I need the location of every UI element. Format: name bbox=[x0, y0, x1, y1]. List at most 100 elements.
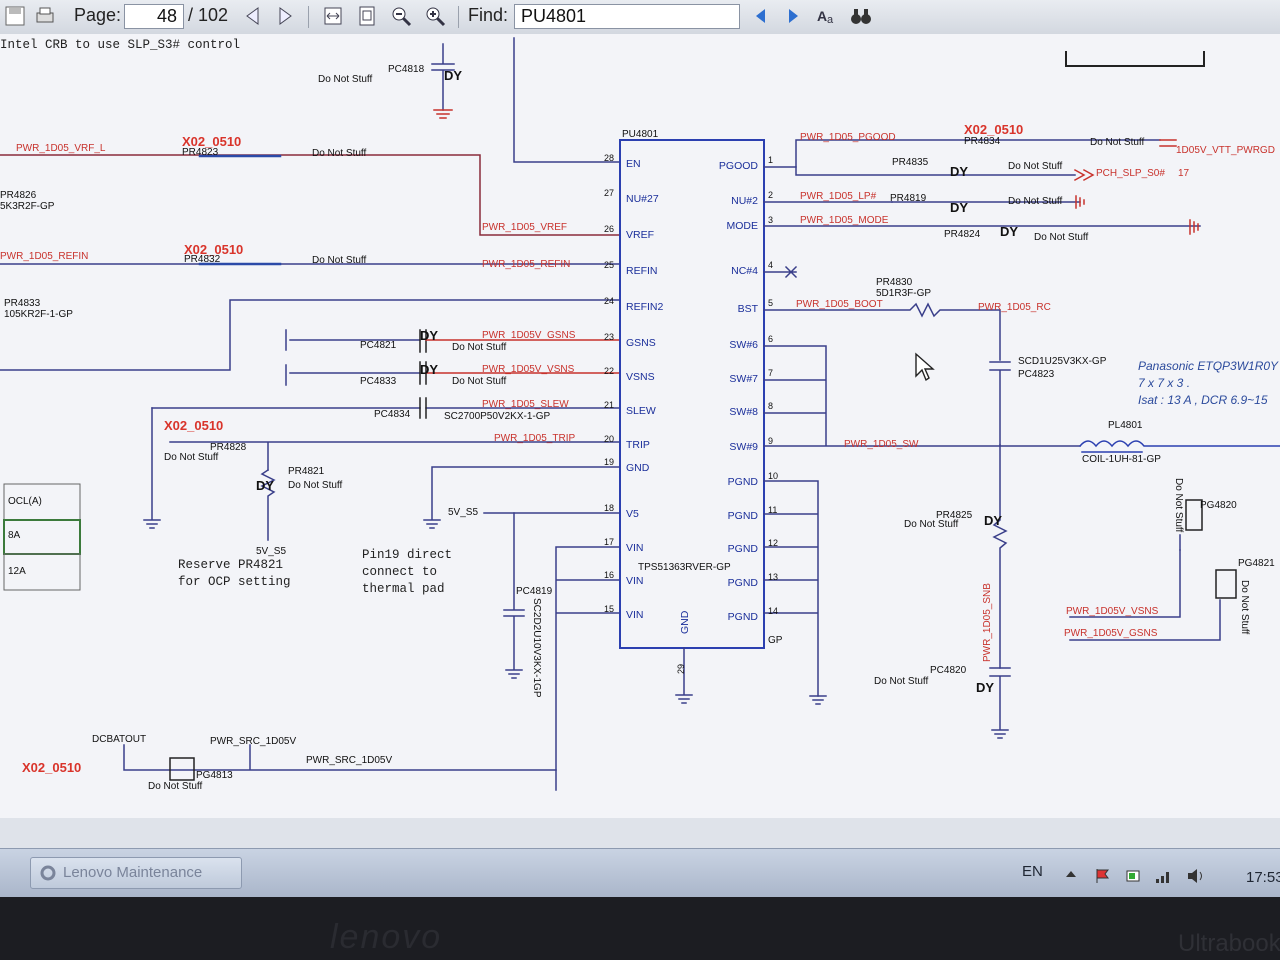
note-pin19-1: Pin19 direct bbox=[362, 548, 452, 562]
language-indicator[interactable]: EN bbox=[1022, 863, 1043, 880]
pc4820-dns: Do Not Stuff bbox=[874, 676, 929, 687]
tray-expand-icon[interactable] bbox=[1064, 867, 1078, 881]
ic-pin-name-left: GND bbox=[626, 462, 650, 474]
net-gsns-right: PWR_1D05V_GSNS bbox=[1064, 628, 1158, 639]
pc4818-dns: Do Not Stuff bbox=[318, 74, 373, 85]
net-vrf-l: PWR_1D05_VRF_L bbox=[16, 143, 106, 154]
net-vsns-right: PWR_1D05V_VSNS bbox=[1066, 606, 1159, 617]
pc4819-value: SC2D2U10V3KX-1GP bbox=[531, 598, 542, 698]
action-center-flag-icon[interactable] bbox=[1094, 867, 1112, 885]
ic-pin-name-left: NU#27 bbox=[626, 193, 659, 205]
fit-width-icon[interactable] bbox=[322, 5, 344, 27]
pr4833-label: PR4833 bbox=[4, 298, 41, 309]
taskbar-app-button[interactable]: Lenovo Maintenance bbox=[30, 857, 242, 889]
next-page-icon[interactable] bbox=[274, 5, 296, 27]
ic-pin-number-left: 15 bbox=[604, 604, 614, 614]
schematic: Intel CRB to use SLP_S3# control PC4818 … bbox=[0, 37, 1280, 792]
ic-pin-name-right: BST bbox=[738, 303, 759, 315]
pg4820-dns: Do Not Stuff bbox=[1173, 478, 1184, 533]
pr4832-dns: Do Not Stuff bbox=[312, 255, 367, 266]
taskbar: Lenovo Maintenance EN 17:53 bbox=[0, 848, 1280, 897]
ic-pin-number-left: 21 bbox=[604, 400, 614, 410]
net-dcbatout: DCBATOUT bbox=[92, 734, 146, 745]
ic-pin-number-right: 8 bbox=[768, 401, 773, 411]
pc4821-label: PC4821 bbox=[360, 340, 397, 351]
zoom-in-icon[interactable] bbox=[424, 5, 446, 27]
ic-pin-number-left: 18 bbox=[604, 503, 614, 513]
find-input[interactable]: PU4801 bbox=[514, 4, 740, 29]
ic-pin-name-left: VIN bbox=[626, 542, 644, 554]
ic-pin-name-left: GSNS bbox=[626, 337, 656, 349]
pl4801-value: COIL-1UH-81-GP bbox=[1082, 454, 1161, 465]
ic-pin-name-right: PGND bbox=[728, 577, 759, 589]
net-src-2: PWR_SRC_1D05V bbox=[306, 755, 392, 766]
ic-pin-number-right: 2 bbox=[768, 190, 773, 200]
ocl-row-1: 8A bbox=[8, 530, 21, 541]
ic-pin-name-right: SW#6 bbox=[729, 339, 758, 351]
ic-bottom-pin-name: GND bbox=[679, 610, 691, 634]
net-sw: PWR_1D05_SW bbox=[844, 439, 919, 450]
net-rc: PWR_1D05_RC bbox=[978, 302, 1051, 313]
note-pin19-3: thermal pad bbox=[362, 582, 445, 596]
net-lp: PWR_1D05_LP# bbox=[800, 191, 877, 202]
system-clock[interactable]: 17:53 bbox=[1246, 869, 1280, 886]
ic-pin-name-left: V5 bbox=[626, 508, 639, 520]
binoculars-icon[interactable] bbox=[850, 5, 872, 27]
ic-pin-number-left: 23 bbox=[604, 332, 614, 342]
ic-pin-name-right: SW#7 bbox=[729, 373, 758, 385]
ic-pin-number-left: 17 bbox=[604, 537, 614, 547]
net-5v-s5: 5V_S5 bbox=[448, 507, 478, 518]
ic-pin-number-right: 5 bbox=[768, 298, 773, 308]
print-icon[interactable] bbox=[34, 5, 56, 27]
ic-pin-name-left: TRIP bbox=[626, 439, 650, 451]
ic-pin-number-right: 13 bbox=[768, 572, 778, 582]
pr4824-dy: DY bbox=[1000, 224, 1018, 239]
ocl-row-2: 12A bbox=[8, 566, 26, 577]
ic-pin-name-left: VREF bbox=[626, 229, 654, 241]
power-icon[interactable] bbox=[1124, 867, 1142, 885]
ic-pin-number-left: 16 bbox=[604, 570, 614, 580]
pr4819-label: PR4819 bbox=[890, 193, 927, 204]
save-icon[interactable] bbox=[4, 5, 26, 27]
network-signal-icon[interactable] bbox=[1154, 867, 1174, 885]
find-next-icon[interactable] bbox=[782, 5, 804, 27]
pl4801-label: PL4801 bbox=[1108, 420, 1143, 431]
document-view[interactable]: Intel CRB to use SLP_S3# control PC4818 … bbox=[0, 34, 1280, 818]
zoom-out-icon[interactable] bbox=[390, 5, 412, 27]
net-boot: PWR_1D05_BOOT bbox=[796, 299, 883, 310]
inductor-note-3: Isat : 13 A , DCR 6.9~15 bbox=[1138, 393, 1268, 407]
net-vtt: 1D05V_VTT_PWRGD bbox=[1176, 145, 1275, 156]
ic-pin-name-right: SW#8 bbox=[729, 406, 758, 418]
rev-tag-2: X02_0510 bbox=[184, 242, 243, 257]
ocl-header: OCL(A) bbox=[8, 496, 42, 507]
ic-pin-name-left: EN bbox=[626, 158, 641, 170]
previous-page-icon[interactable] bbox=[242, 5, 264, 27]
page-number-input[interactable]: 48 bbox=[124, 4, 184, 29]
find-previous-icon[interactable] bbox=[750, 5, 772, 27]
ic-pin-number-right: 3 bbox=[768, 215, 773, 225]
fit-page-icon[interactable] bbox=[356, 5, 378, 27]
note-reserve: Reserve PR4821 bbox=[178, 558, 283, 572]
pr4824-label: PR4824 bbox=[944, 229, 981, 240]
pc4821-dns: Do Not Stuff bbox=[452, 342, 507, 353]
ic-pin-number-left: 22 bbox=[604, 366, 614, 376]
pr4825-dy: DY bbox=[984, 513, 1002, 528]
pr4824-dns: Do Not Stuff bbox=[1034, 232, 1089, 243]
pr4821-dy: DY bbox=[256, 478, 274, 493]
ic-pin-name-left: VIN bbox=[626, 575, 644, 587]
ic-pin-number-right: 4 bbox=[768, 260, 773, 270]
page-label: Page: bbox=[74, 5, 122, 25]
net-slp: PCH_SLP_S0# bbox=[1096, 168, 1165, 179]
pc4820-label: PC4820 bbox=[930, 665, 967, 676]
inductor-note-2: 7 x 7 x 3 . bbox=[1138, 376, 1190, 390]
pg4820-label: PG4820 bbox=[1200, 500, 1237, 511]
ic-pin-number-left: 20 bbox=[604, 434, 614, 444]
pc4834-value: SC2700P50V2KX-1-GP bbox=[444, 411, 551, 422]
volume-icon[interactable] bbox=[1186, 867, 1206, 885]
net-src-1: PWR_SRC_1D05V bbox=[210, 736, 296, 747]
pr4819-dns: Do Not Stuff bbox=[1008, 196, 1063, 207]
pc4834-label: PC4834 bbox=[374, 409, 411, 420]
pr4828-dns: Do Not Stuff bbox=[164, 452, 219, 463]
ic-pin-number-left: 24 bbox=[604, 296, 614, 306]
